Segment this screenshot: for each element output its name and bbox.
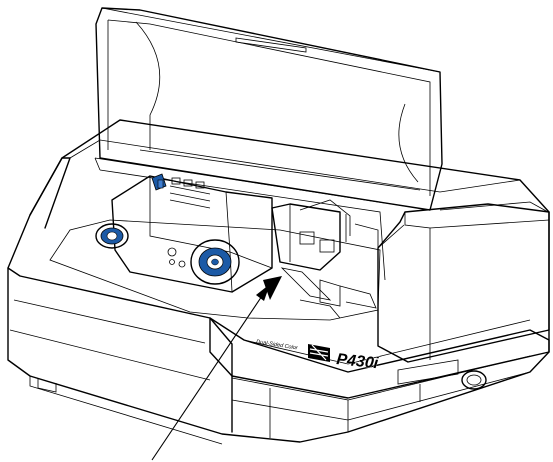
ribbon-hub-left (96, 224, 128, 248)
ribbon-cartridge (112, 174, 272, 292)
model-label: P430i (336, 351, 380, 372)
front-control-panel: Dual-Sided Color P430i (210, 318, 549, 398)
ribbon-hub-right (191, 240, 239, 284)
zebra-logo-icon (308, 344, 330, 362)
printer-lid-open[interactable] (96, 8, 442, 210)
right-side-panel (378, 202, 549, 362)
print-head-assembly (272, 204, 376, 318)
panel-button[interactable] (462, 371, 486, 389)
